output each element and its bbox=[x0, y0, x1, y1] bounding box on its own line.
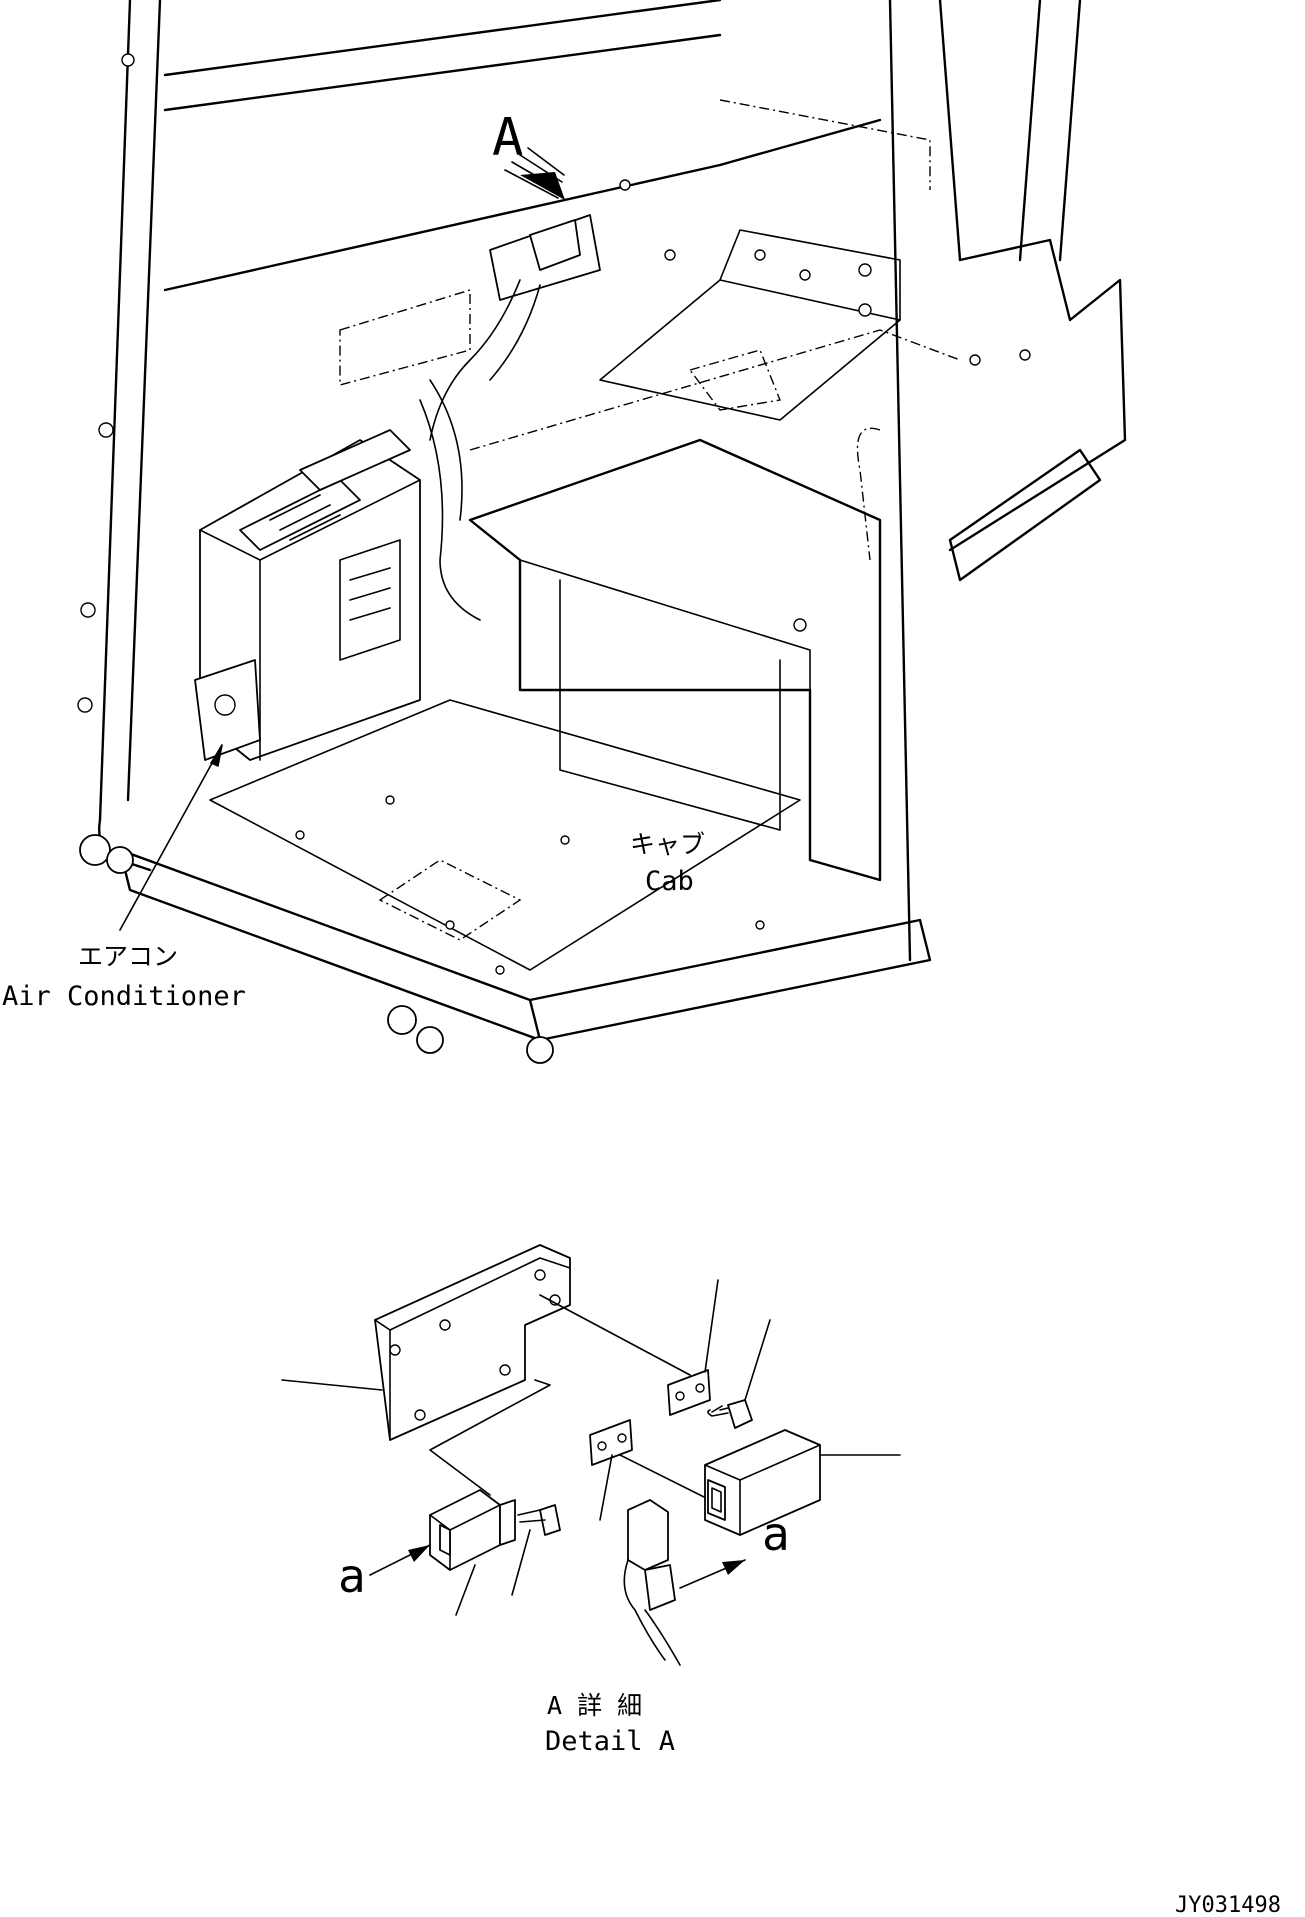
upper-bracket-location bbox=[429, 214, 601, 441]
detail-label-en: Detail A bbox=[545, 1726, 675, 1757]
ac-label-en: Air Conditioner bbox=[2, 981, 246, 1012]
connector-label-right: a bbox=[762, 1507, 790, 1561]
connector-socket-leader bbox=[455, 1564, 476, 1616]
connection-arrow-left bbox=[369, 1544, 431, 1576]
screw-upper bbox=[707, 1399, 753, 1429]
connector-label-left: a bbox=[338, 1549, 366, 1603]
controller-module bbox=[704, 1429, 821, 1536]
cab-label-en: Cab bbox=[645, 866, 694, 897]
detail-label-ja: A 詳 細 bbox=[547, 1691, 642, 1720]
nut-plate-upper-leader bbox=[704, 1279, 719, 1373]
detail-bracket-plate bbox=[374, 1244, 571, 1441]
screw-upper-leader bbox=[744, 1319, 771, 1401]
hinge-pins bbox=[79, 834, 554, 1064]
connection-arrow-right bbox=[679, 1559, 746, 1589]
harness-plug bbox=[623, 1499, 681, 1666]
view-letter: A bbox=[492, 108, 523, 168]
nut-plate-lower-leader bbox=[599, 1454, 613, 1521]
frame-bolts bbox=[77, 53, 1031, 975]
nut-plate-upper bbox=[667, 1369, 711, 1416]
nut-plate-lower bbox=[589, 1419, 633, 1466]
drawing-id: JY031498 bbox=[1175, 1893, 1281, 1917]
air-conditioner-unit bbox=[194, 379, 481, 761]
screw-lower-leader bbox=[511, 1529, 531, 1596]
cab-label-ja: キャブ bbox=[630, 830, 705, 859]
ac-leader bbox=[119, 744, 223, 931]
ac-label-ja: エアコン bbox=[78, 942, 178, 971]
plate-leader bbox=[281, 1379, 383, 1391]
screw-lower bbox=[517, 1504, 561, 1536]
view-arrow-a bbox=[504, 147, 565, 200]
connector-socket bbox=[429, 1489, 516, 1571]
